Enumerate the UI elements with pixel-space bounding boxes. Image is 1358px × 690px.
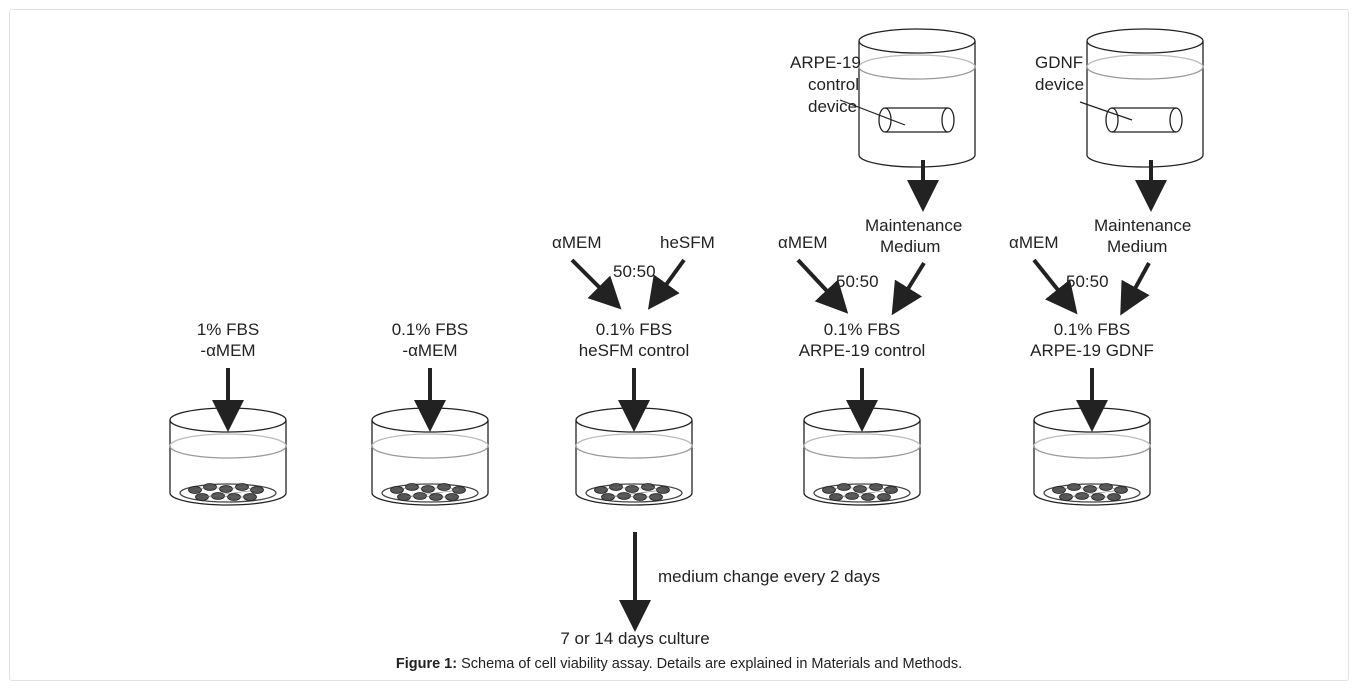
culture-dish-1 bbox=[169, 407, 287, 506]
arpe19-control-device-dish bbox=[858, 28, 976, 168]
mixing-group-hesfm: αMEM heSFM 50:50 bbox=[552, 233, 715, 310]
svg-text:ARPE-19 GDNF: ARPE-19 GDNF bbox=[1030, 341, 1154, 360]
condition-label-4: 0.1% FBS ARPE-19 control bbox=[799, 320, 926, 360]
gdnf-device-dish bbox=[1086, 28, 1204, 168]
svg-text:Maintenance: Maintenance bbox=[865, 216, 962, 235]
svg-text:0.1% FBS: 0.1% FBS bbox=[824, 320, 901, 339]
mixing-group-arpe19-gdnf: αMEM Maintenance Medium 50:50 bbox=[1009, 216, 1191, 316]
medium-change-label: medium change every 2 days bbox=[658, 567, 880, 586]
svg-text:GDNF: GDNF bbox=[1035, 53, 1083, 72]
figure-caption-label: Figure 1: bbox=[395, 656, 458, 672]
condition-label-5: 0.1% FBS ARPE-19 GDNF bbox=[1030, 320, 1154, 360]
svg-text:-αMEM: -αMEM bbox=[200, 341, 255, 360]
culture-duration-label: 7 or 14 days culture bbox=[560, 629, 709, 648]
svg-text:ARPE-19: ARPE-19 bbox=[790, 53, 861, 72]
svg-text:device: device bbox=[808, 97, 857, 116]
svg-text:50:50: 50:50 bbox=[1066, 272, 1109, 291]
cell-layer-3 bbox=[585, 483, 683, 503]
cell-layer-2 bbox=[381, 483, 479, 503]
svg-text:0.1% FBS: 0.1% FBS bbox=[1054, 320, 1131, 339]
svg-text:Medium: Medium bbox=[880, 237, 940, 256]
device-label-gdnf: GDNF device bbox=[1035, 53, 1133, 121]
svg-text:device: device bbox=[1035, 75, 1084, 94]
culture-dish-4 bbox=[803, 407, 921, 506]
svg-text:-αMEM: -αMEM bbox=[402, 341, 457, 360]
svg-text:heSFM: heSFM bbox=[660, 233, 715, 252]
svg-text:Medium: Medium bbox=[1107, 237, 1167, 256]
condition-label-2: 0.1% FBS -αMEM bbox=[392, 320, 469, 360]
culture-dish-5 bbox=[1033, 407, 1151, 506]
svg-text:0.1% FBS: 0.1% FBS bbox=[596, 320, 673, 339]
svg-text:50:50: 50:50 bbox=[836, 272, 879, 291]
svg-text:heSFM control: heSFM control bbox=[579, 341, 690, 360]
culture-dish-3 bbox=[575, 407, 693, 506]
cell-layer-5 bbox=[1043, 483, 1141, 503]
culture-dishes bbox=[169, 407, 1151, 506]
figure-caption: Figure 1: Schema of cell viability assay… bbox=[0, 656, 1358, 672]
mixing-group-arpe19-control: αMEM Maintenance Medium 50:50 bbox=[778, 216, 962, 316]
svg-text:αMEM: αMEM bbox=[778, 233, 828, 252]
svg-text:1% FBS: 1% FBS bbox=[197, 320, 259, 339]
figure-frame bbox=[9, 9, 1349, 681]
svg-text:control: control bbox=[808, 75, 859, 94]
figure-caption-text: Schema of cell viability assay. Details … bbox=[457, 656, 963, 672]
condition-label-3: 0.1% FBS heSFM control bbox=[579, 320, 690, 360]
svg-text:αMEM: αMEM bbox=[1009, 233, 1059, 252]
svg-text:0.1% FBS: 0.1% FBS bbox=[392, 320, 469, 339]
cell-layer-4 bbox=[813, 483, 911, 503]
svg-text:αMEM: αMEM bbox=[552, 233, 602, 252]
svg-text:Maintenance: Maintenance bbox=[1094, 216, 1191, 235]
cell-layer-1 bbox=[179, 483, 277, 503]
svg-text:ARPE-19 control: ARPE-19 control bbox=[799, 341, 926, 360]
culture-dish-2 bbox=[371, 407, 489, 506]
condition-label-1: 1% FBS -αMEM bbox=[197, 320, 259, 360]
svg-text:50:50: 50:50 bbox=[613, 262, 656, 281]
device-label-arpe19-control: ARPE-19 control device bbox=[790, 53, 906, 126]
